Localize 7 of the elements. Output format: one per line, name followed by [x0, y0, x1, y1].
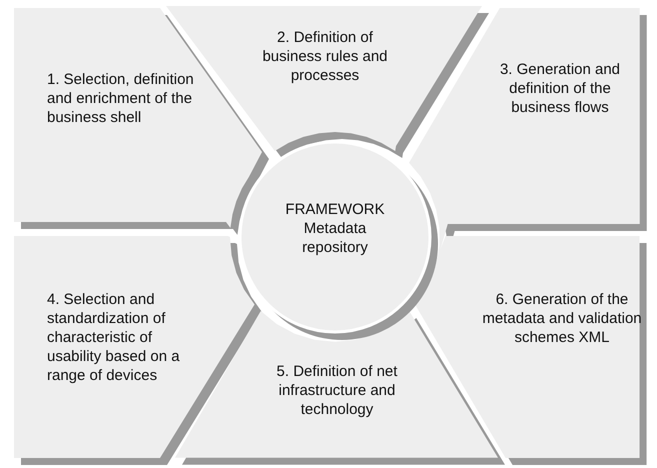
sector-label: 1. Selection, definition and enrichment of the business shell	[47, 70, 195, 127]
sector-label: 2. Definition of business rules and processes	[261, 28, 389, 85]
sector-label: 4. Selection and standardization of characteristic of usability based on a range of devices	[47, 290, 181, 385]
circle-label: FRAMEWORK Metadata repository	[284, 200, 386, 257]
sector-label: 6. Generation of the metadata and validation schemes XML	[482, 290, 642, 347]
sector-label: 3. Generation and definition of the business flows	[498, 60, 622, 117]
sector-label: 5. Definition of net infrastructure and technology	[276, 362, 398, 419]
